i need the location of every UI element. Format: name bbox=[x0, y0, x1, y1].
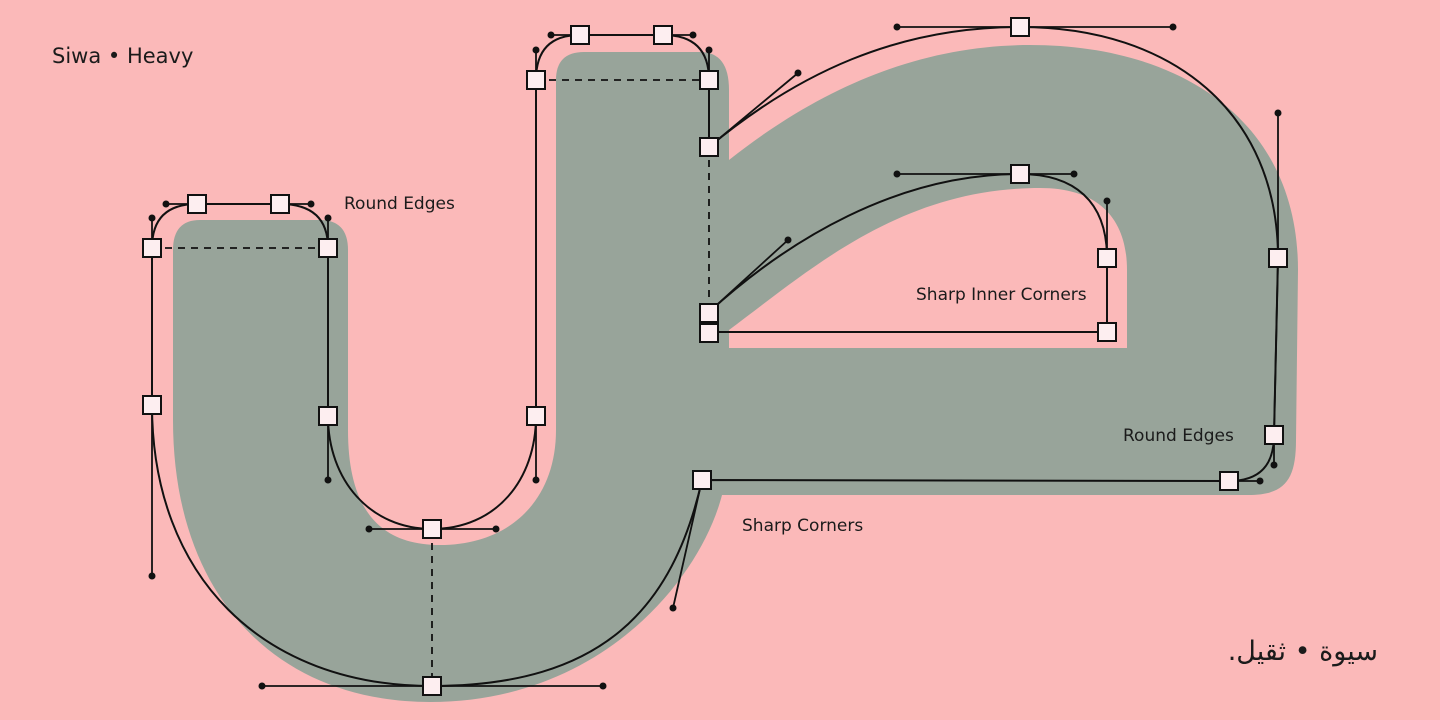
label-sharp-inner-corners: Sharp Inner Corners bbox=[916, 285, 1087, 305]
glyph-fill bbox=[173, 45, 1298, 702]
font-name-arabic: سيوة • ثقيل. bbox=[1227, 636, 1378, 667]
font-name-title: Siwa • Heavy bbox=[52, 44, 194, 68]
label-round-edges-right: Round Edges bbox=[1123, 426, 1234, 446]
anchor-points bbox=[142, 17, 1288, 696]
dashed-guides bbox=[152, 79, 710, 686]
label-round-edges-top: Round Edges bbox=[344, 194, 455, 214]
handle-dots bbox=[148, 23, 1282, 690]
label-sharp-corners: Sharp Corners bbox=[742, 516, 864, 536]
